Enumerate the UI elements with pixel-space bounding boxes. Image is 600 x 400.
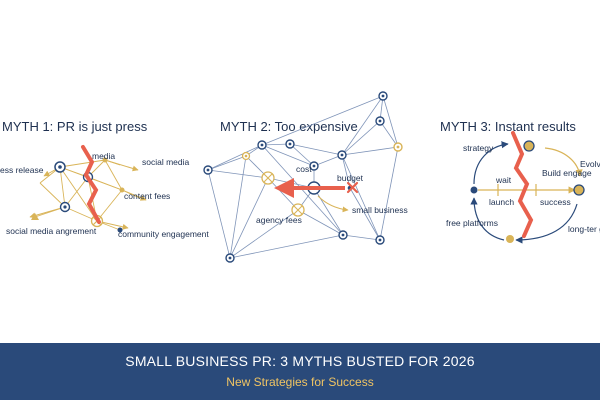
node-content — [119, 187, 125, 193]
myth-diagram-canvas: MYTH 1: PR is just press — [0, 91, 600, 263]
label-launch: launch — [489, 197, 514, 207]
myth2-nodes — [203, 91, 403, 263]
cycle-arrow-top-right — [544, 147, 583, 177]
label-evolve: Evolv — [580, 159, 600, 169]
label-small-business: small business — [352, 205, 408, 215]
label-success: success — [540, 197, 571, 207]
label-social-media-1: social media — [142, 157, 190, 167]
node-build — [523, 140, 535, 152]
label-content-fees: content fees — [124, 191, 170, 201]
label-budget: budget — [337, 173, 364, 183]
label-media: media — [92, 151, 115, 161]
banner-subtitle: New Strategies for Success — [226, 375, 374, 389]
myth2-title: MYTH 2: Too expensive — [220, 119, 358, 134]
label-strategy: strategy — [463, 143, 494, 153]
myth1-title: MYTH 1: PR is just press — [2, 119, 148, 134]
myth3-panel: MYTH 3: Instant results strategy Build e… — [440, 119, 600, 244]
label-cost: cost — [296, 164, 312, 174]
node-community — [117, 227, 123, 233]
cycle-arrow-top-left — [473, 141, 509, 185]
myth1-crack — [81, 145, 101, 224]
label-long-term-growth: long-ter growth — [568, 224, 600, 234]
label-social-media-angrement: social media angrement — [6, 226, 97, 236]
label-agency-fees: agency fees — [256, 215, 302, 225]
myth1-nodes — [31, 157, 125, 233]
banner-title: SMALL BUSINESS PR: 3 MYTHS BUSTED FOR 20… — [125, 353, 475, 369]
triangle-marker — [31, 213, 39, 220]
label-press-release: ess release — [0, 165, 44, 175]
label-community-engagement: community engagement — [118, 229, 209, 239]
myth3-crack — [511, 131, 534, 238]
close-icon — [346, 181, 359, 194]
myth2-curve-arrow — [317, 195, 349, 213]
node-free — [506, 235, 514, 243]
cycle-arrow-bottom-left — [470, 197, 505, 241]
label-build-engage: Build engage — [542, 168, 592, 178]
label-free-platforms: free platforms — [446, 218, 498, 228]
label-wait: wait — [495, 175, 512, 185]
node-evolve — [573, 184, 585, 196]
myth2-panel: MYTH 2: Too expensive — [203, 91, 408, 263]
node-start — [470, 186, 478, 194]
footer-banner: SMALL BUSINESS PR: 3 MYTHS BUSTED FOR 20… — [0, 343, 600, 400]
node-media — [102, 157, 108, 163]
cycle-arrow-bottom-right — [515, 203, 578, 244]
myth1-panel: MYTH 1: PR is just press — [0, 119, 209, 239]
myth3-title: MYTH 3: Instant results — [440, 119, 576, 134]
